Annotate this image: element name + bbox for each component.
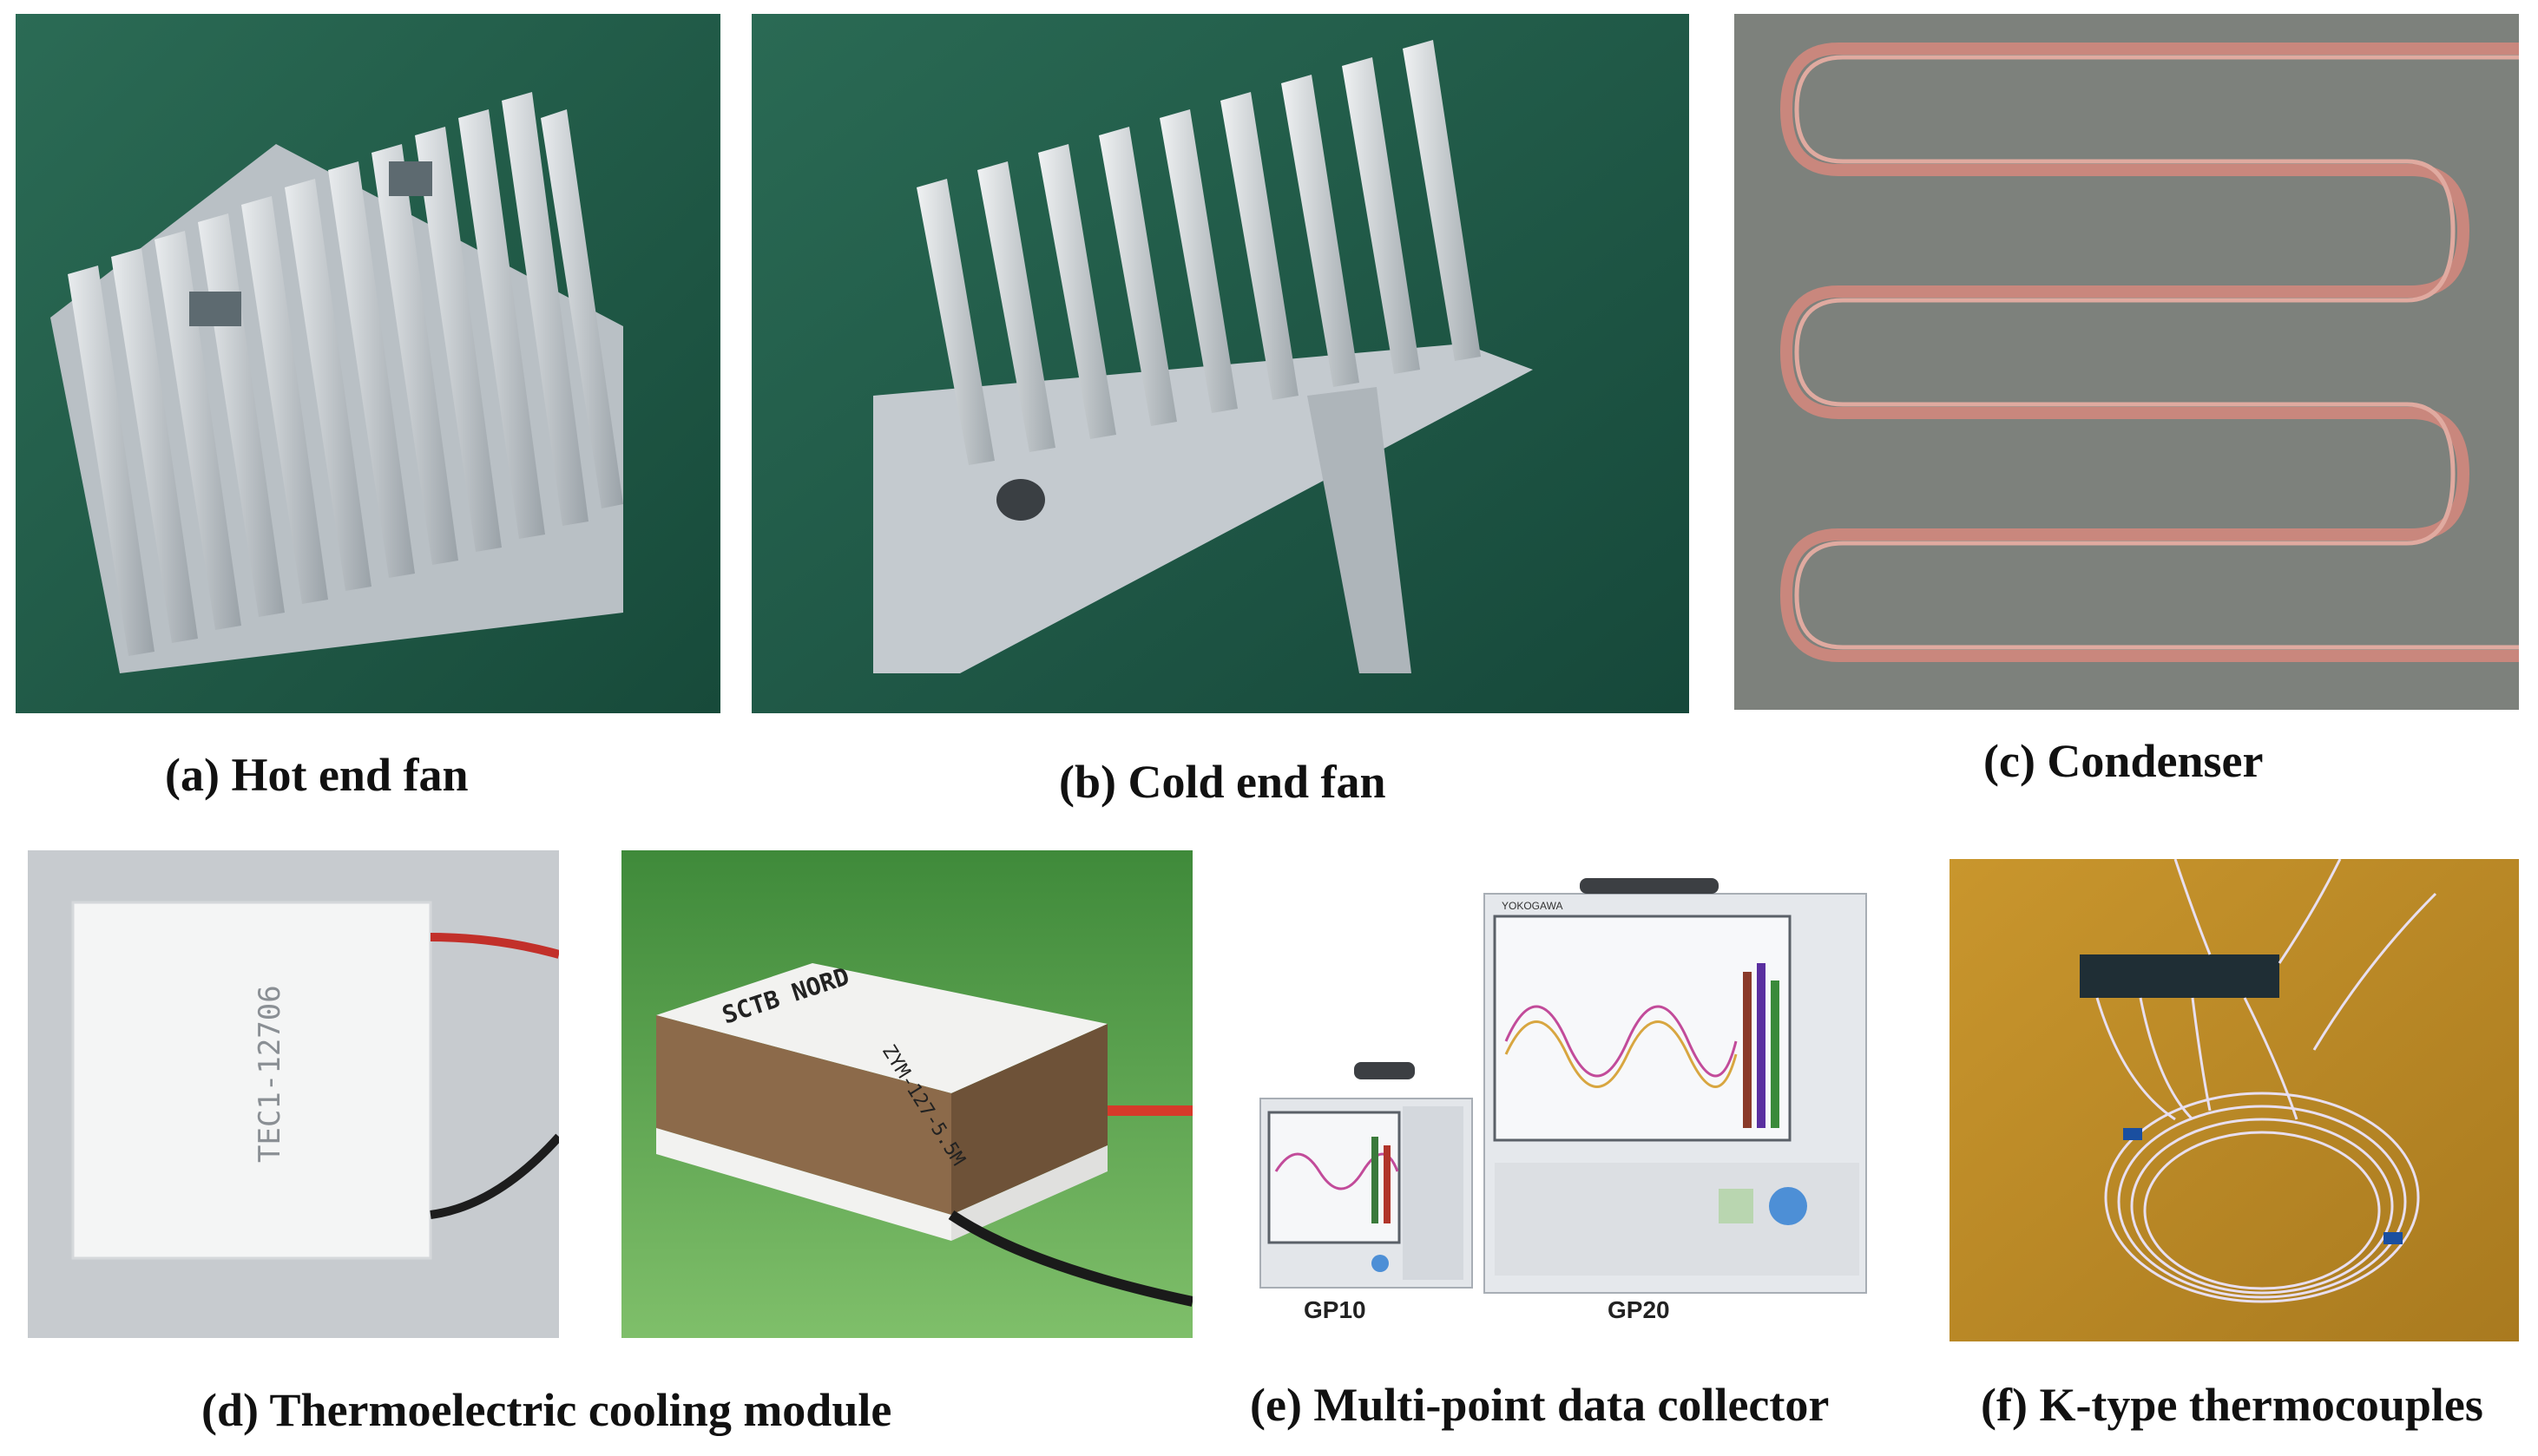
tec-module-photo-2: SCTB NORD ZYM-127-5.5M <box>621 850 1193 1338</box>
thermocouples-photo <box>1950 859 2519 1341</box>
condenser-photo <box>1734 14 2519 710</box>
gp10-label: GP10 <box>1304 1296 1366 1323</box>
tec-module-photo-1: TEC1-12706 <box>28 850 559 1338</box>
recorder-brand-label: YOKOGAWA <box>1502 900 1562 912</box>
caption-hot-end-fan: (a) Hot end fan <box>165 749 469 801</box>
cold-end-fan-photo <box>752 14 1689 713</box>
gp20-label: GP20 <box>1608 1296 1670 1323</box>
data-collector-photo: YOKOGAWA <box>1250 876 1875 1345</box>
caption-thermoelectric-module: (d) Thermoelectric cooling module <box>201 1384 892 1436</box>
caption-data-collector: (e) Multi-point data collector <box>1250 1379 1830 1431</box>
caption-thermocouples: (f) K-type thermocouples <box>1981 1379 2483 1431</box>
hot-end-fan-photo <box>16 14 720 713</box>
tec1-model-label: TEC1-12706 <box>253 985 287 1163</box>
caption-condenser: (c) Condenser <box>1983 735 2264 787</box>
caption-cold-end-fan: (b) Cold end fan <box>1059 756 1386 808</box>
